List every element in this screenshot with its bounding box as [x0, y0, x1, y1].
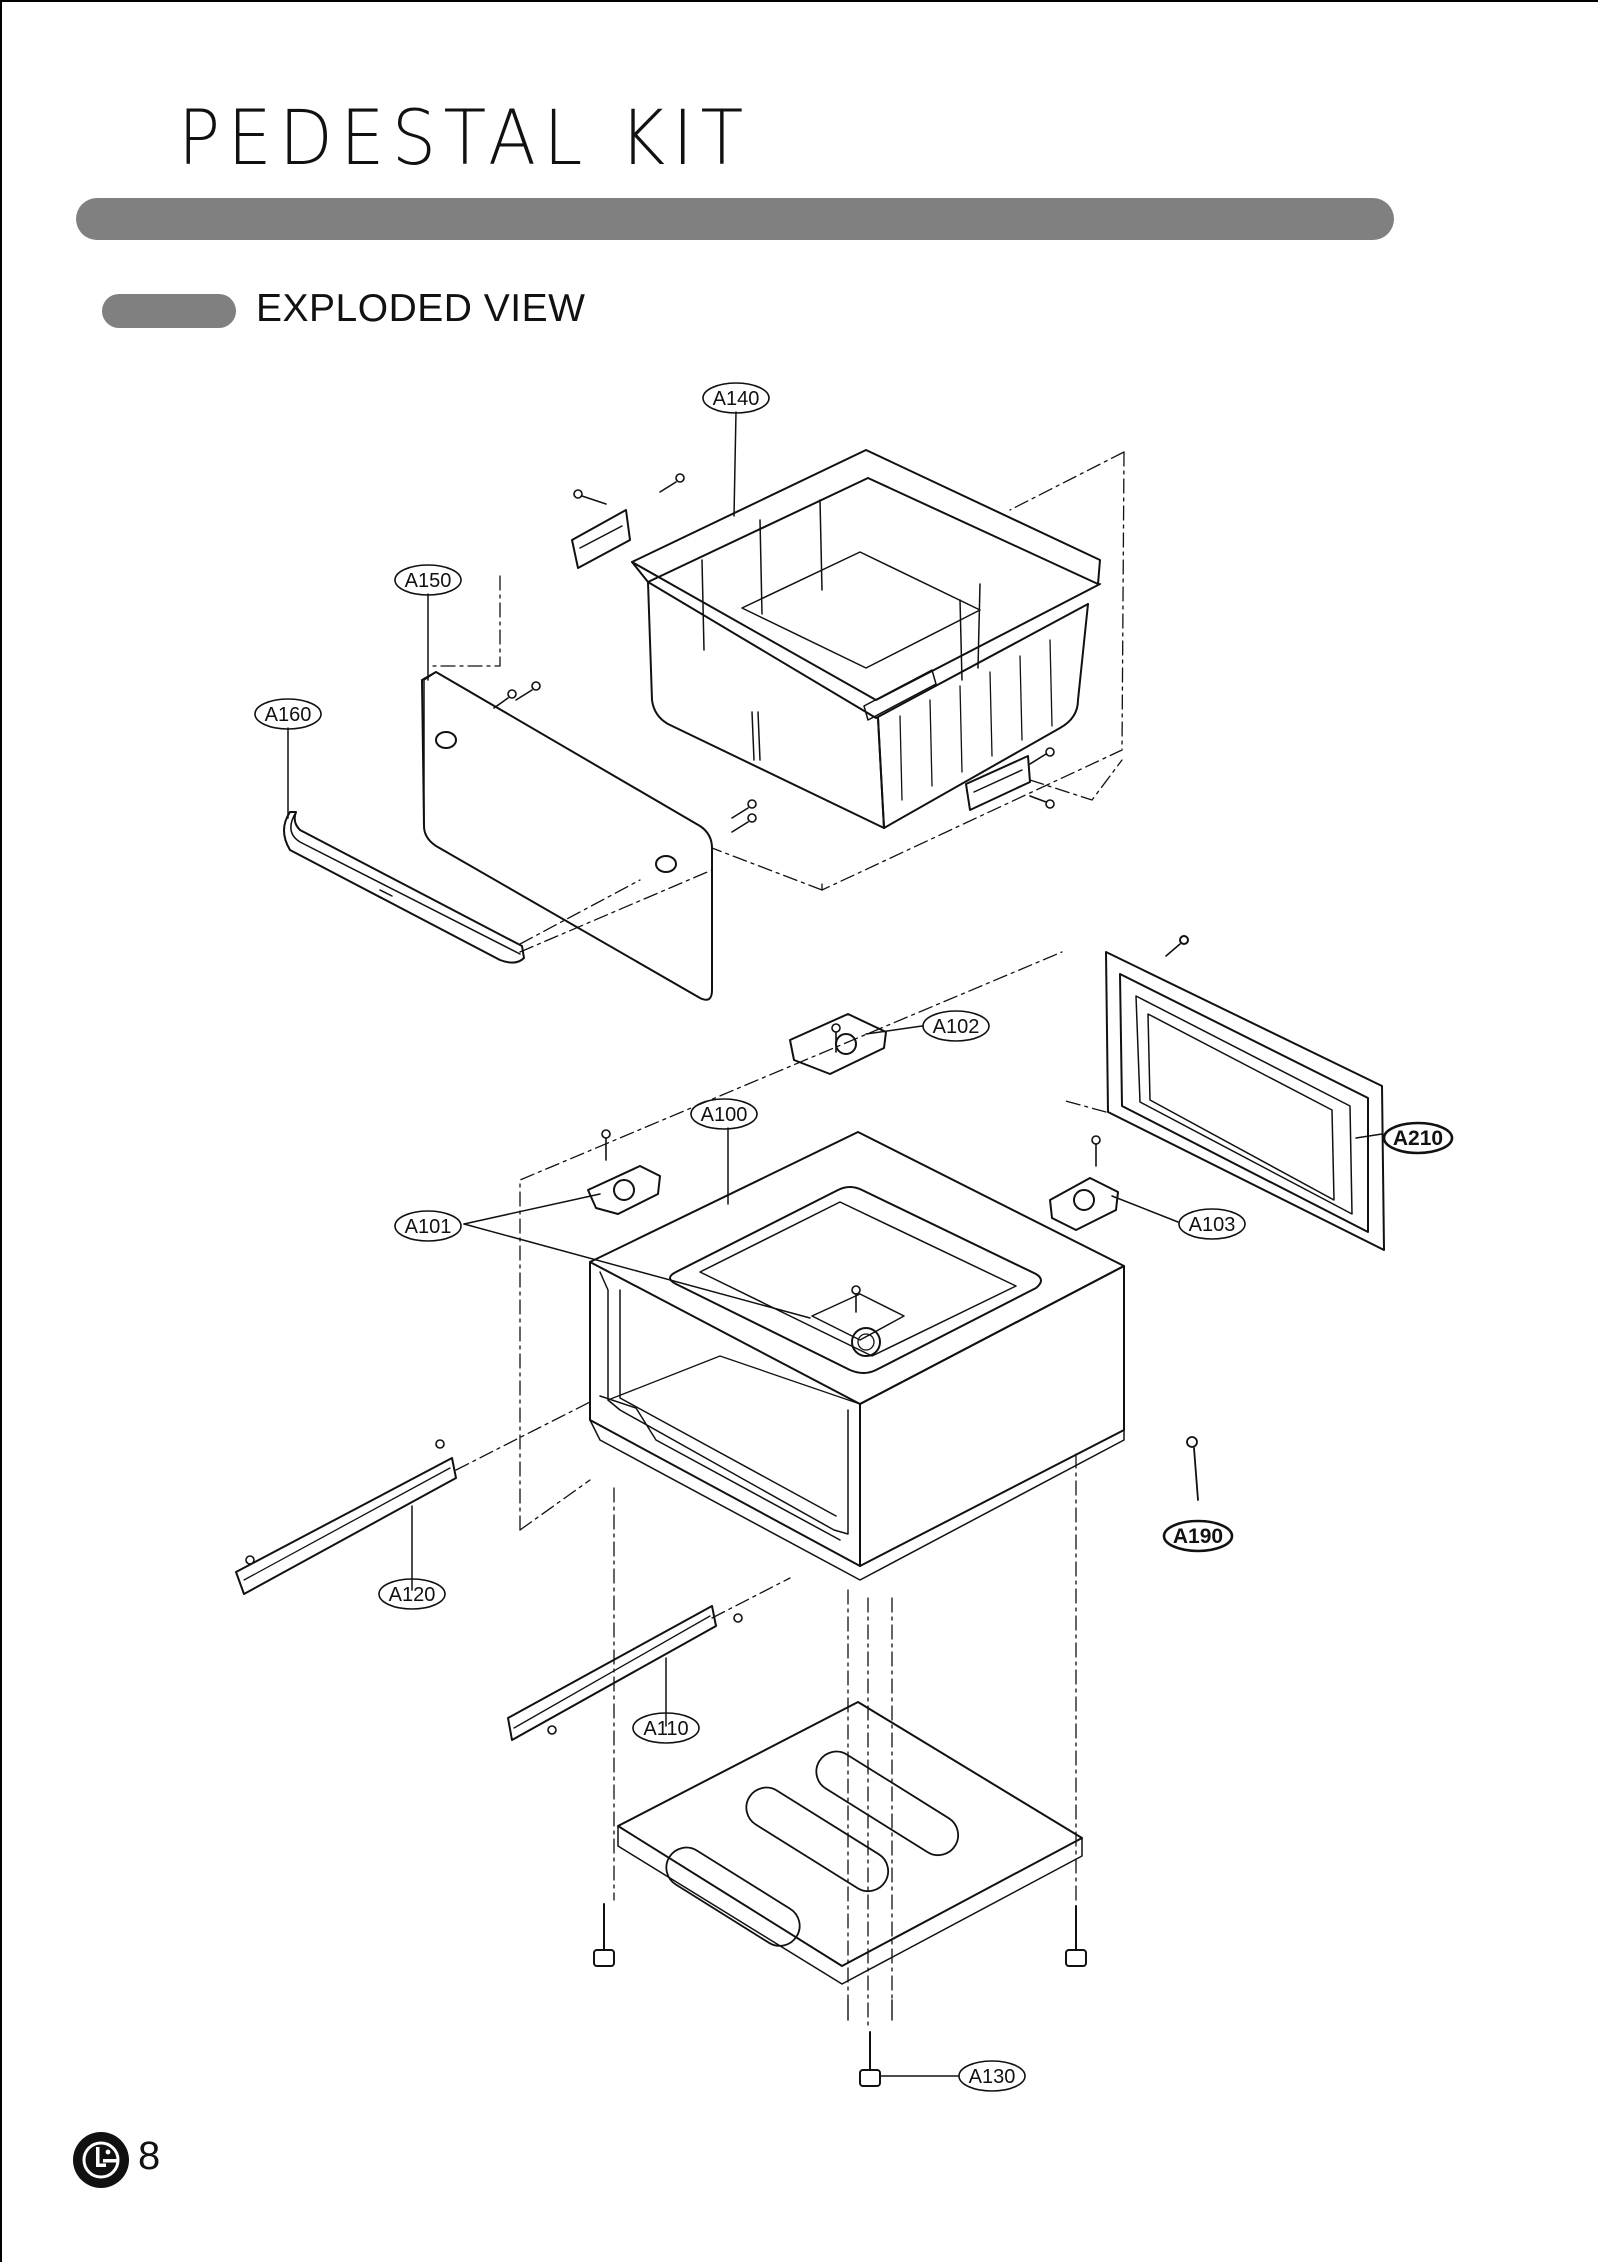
page-number: 8 [138, 2134, 161, 2178]
page-title: PEDESTAL KIT [178, 93, 751, 182]
base-plate-part [617, 1701, 1083, 1985]
callout-a160: A160 [265, 704, 312, 726]
callout-a102: A102 [933, 1016, 980, 1038]
drawer-bin-part [631, 449, 1101, 829]
leveling-feet [593, 1903, 1087, 2087]
callout-a210: A210 [1393, 1127, 1443, 1150]
callout-ovals [254, 382, 1454, 2092]
drawer-front-panel-part [421, 671, 713, 1001]
corner-bracket-back [789, 1013, 887, 1075]
callout-a130: A130 [969, 2066, 1016, 2088]
callout-a103: A103 [1189, 1214, 1236, 1236]
section-heading: EXPLODED VIEW [256, 287, 586, 330]
side-rail-right [507, 1605, 743, 1741]
corner-bracket-right [1049, 1177, 1119, 1231]
side-rail-left [235, 1439, 457, 1595]
callout-a100: A100 [701, 1104, 748, 1126]
alignment-lines-lower [455, 951, 1107, 2031]
slide-bracket-left [571, 509, 631, 569]
screws-upper [493, 473, 1055, 833]
section-pill [102, 294, 236, 328]
screw-a190 [1186, 1436, 1199, 1501]
callout-a150: A150 [405, 570, 452, 592]
callout-a110: A110 [643, 1718, 688, 1740]
corner-bracket-left [587, 1165, 661, 1215]
drawer-handle-part [283, 811, 525, 964]
slide-bracket-right [965, 755, 1031, 811]
pedestal-cabinet-part [589, 1131, 1125, 1581]
title-bar [76, 198, 1394, 240]
alignment-lines-upper [431, 451, 1125, 953]
callout-a120: A120 [389, 1584, 436, 1606]
callout-a101: A101 [405, 1216, 452, 1238]
screws-cabinet [601, 1023, 1101, 1313]
back-panel-part [1105, 935, 1385, 1251]
callout-a190: A190 [1173, 1525, 1223, 1548]
callout-a140: A140 [713, 388, 760, 410]
leader-lines [287, 411, 1383, 2077]
lg-logo-icon [73, 2132, 129, 2188]
